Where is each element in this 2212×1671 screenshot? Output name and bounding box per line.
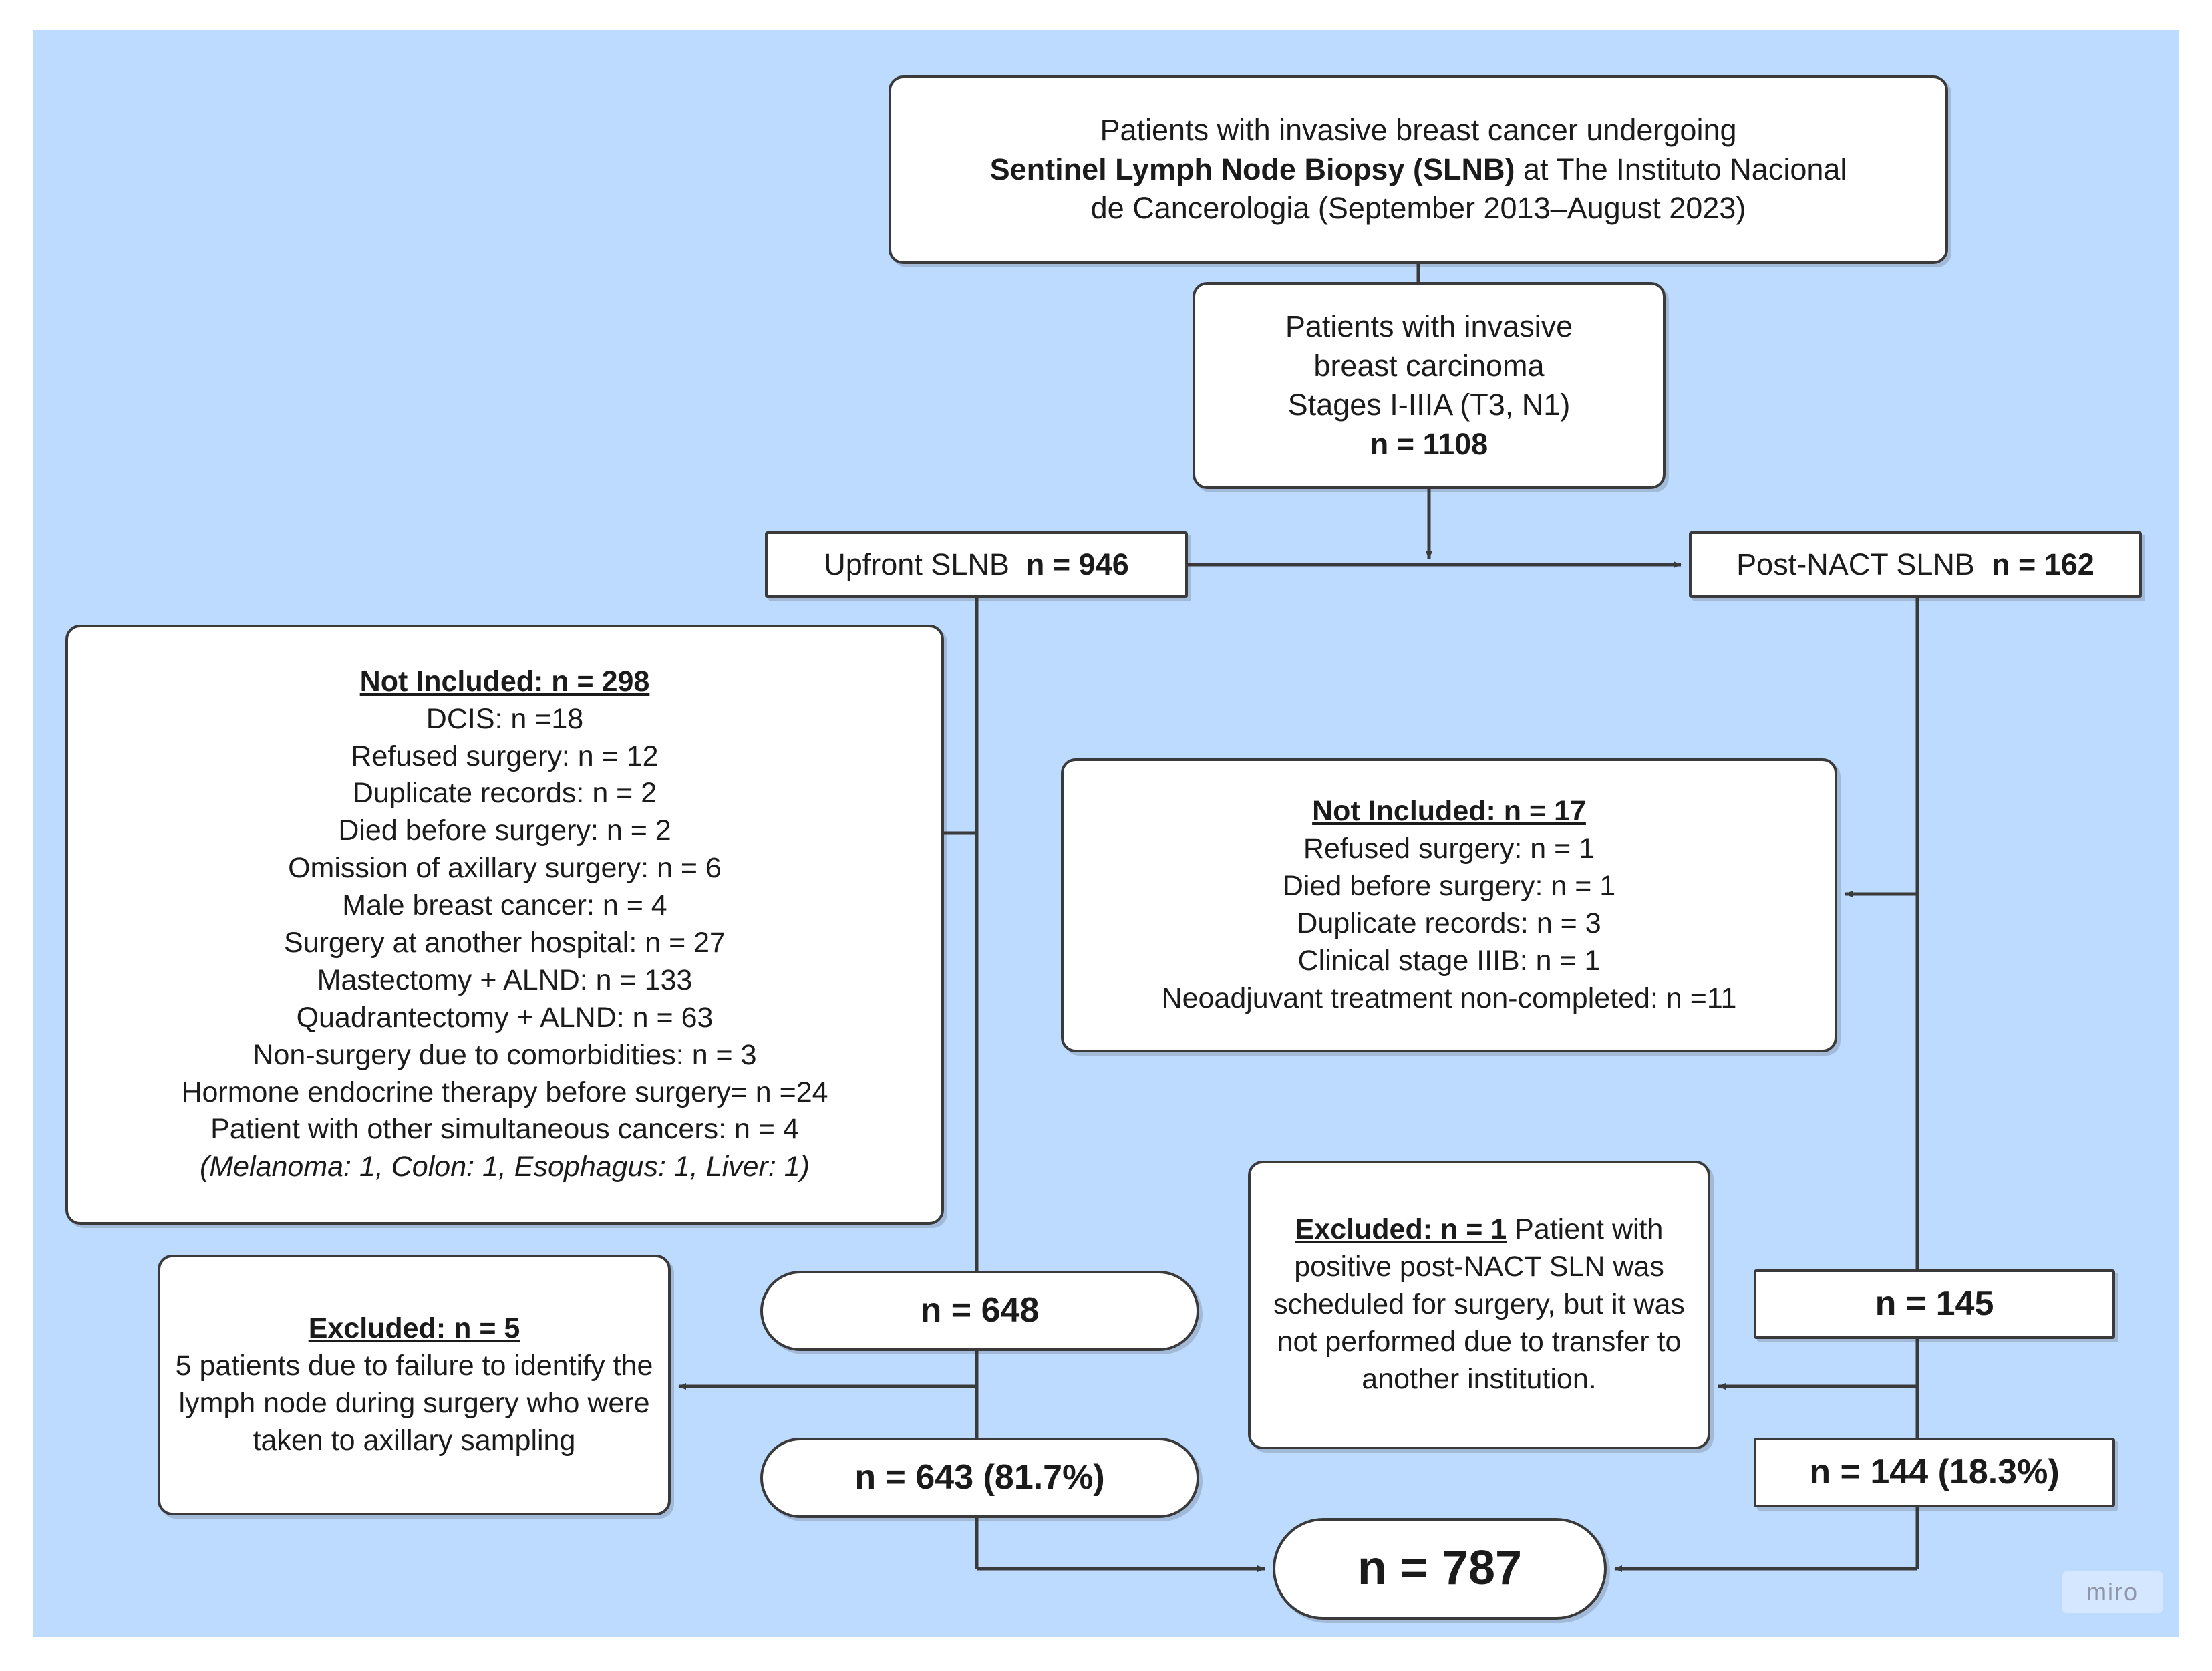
not-included-17-item-0: Refused surgery: n = 1 xyxy=(1303,832,1595,865)
postnact-label: Post-NACT SLNB xyxy=(1736,547,1975,581)
node-study-title: Patients with invasive breast cancer und… xyxy=(889,75,1948,264)
excluded-5-text: 5 patients due to failure to identify th… xyxy=(175,1350,653,1457)
node-upfront-slnb: Upfront SLNB n = 946 xyxy=(765,531,1188,598)
not-included-298-item-9: Non-surgery due to comorbidities: n = 3 xyxy=(253,1038,757,1071)
node-total-final: n = 787 xyxy=(1273,1518,1607,1620)
node-postnact-slnb: Post-NACT SLNB n = 162 xyxy=(1689,531,2142,598)
node-not-included-postnact: Not Included: n = 17 Refused surgery: n … xyxy=(1061,758,1837,1052)
node-upfront-final: n = 643 (81.7%) xyxy=(760,1438,1199,1518)
node-excluded-postnact: Excluded: n = 1 Patient with positive po… xyxy=(1248,1161,1710,1449)
excluded-1-heading: Excluded: n = 1 xyxy=(1295,1213,1507,1246)
postnact-count: n = 162 xyxy=(1991,547,2094,581)
title-line-3: de Cancerologia (September 2013–August 2… xyxy=(1090,191,1746,226)
excluded-5-heading: Excluded: n = 5 xyxy=(308,1312,520,1345)
not-included-298-item-4: Omission of axillary surgery: n = 6 xyxy=(288,852,722,885)
cohort-line-2: breast carcinoma xyxy=(1313,348,1545,383)
upfront-648-count: n = 648 xyxy=(920,1291,1040,1330)
not-included-17-item-1: Died before surgery: n = 1 xyxy=(1282,870,1616,903)
node-not-included-upfront: Not Included: n = 298 DCIS: n =18 Refuse… xyxy=(65,625,944,1225)
not-included-298-item-0: DCIS: n =18 xyxy=(426,702,584,735)
not-included-17-heading: Not Included: n = 17 xyxy=(1312,795,1586,828)
node-upfront-after-exclusions: n = 648 xyxy=(760,1271,1199,1351)
not-included-298-heading: Not Included: n = 298 xyxy=(359,665,650,698)
title-line-2-rest: at The Instituto Nacional xyxy=(1515,152,1847,186)
not-included-298-footnote: (Melanoma: 1, Colon: 1, Esophagus: 1, Li… xyxy=(199,1151,810,1183)
cohort-line-1: Patients with invasive xyxy=(1285,309,1573,343)
not-included-298-item-3: Died before surgery: n = 2 xyxy=(338,814,671,847)
not-included-17-item-4: Neoadjuvant treatment non-completed: n =… xyxy=(1161,981,1737,1014)
cohort-count: n = 1108 xyxy=(1370,426,1488,461)
not-included-298-item-5: Male breast cancer: n = 4 xyxy=(342,889,667,922)
miro-watermark: miro xyxy=(2062,1571,2163,1613)
cohort-line-3: Stages I-IIIA (T3, N1) xyxy=(1287,388,1571,422)
not-included-298-item-11: Patient with other simultaneous cancers:… xyxy=(210,1113,799,1146)
not-included-298-item-7: Mastectomy + ALND: n = 133 xyxy=(317,963,693,996)
not-included-298-item-8: Quadrantectomy + ALND: n = 63 xyxy=(296,1001,714,1034)
node-postnact-final: n = 144 (18.3%) xyxy=(1754,1438,2115,1507)
not-included-17-item-2: Duplicate records: n = 3 xyxy=(1297,907,1601,939)
total-787-count: n = 787 xyxy=(1357,1541,1523,1596)
upfront-label: Upfront SLNB xyxy=(824,547,1009,581)
node-cohort: Patients with invasive breast carcinoma … xyxy=(1193,282,1666,489)
postnact-144-count: n = 144 (18.3%) xyxy=(1809,1453,2060,1492)
not-included-298-item-2: Duplicate records: n = 2 xyxy=(352,777,657,810)
not-included-298-item-6: Surgery at another hospital: n = 27 xyxy=(284,927,726,959)
title-line-1: Patients with invasive breast cancer und… xyxy=(1100,113,1737,148)
node-postnact-after-exclusions: n = 145 xyxy=(1754,1269,2115,1339)
postnact-145-count: n = 145 xyxy=(1875,1284,1994,1324)
node-excluded-upfront: Excluded: n = 5 5 patients due to failur… xyxy=(158,1255,671,1515)
upfront-643-count: n = 643 (81.7%) xyxy=(854,1458,1105,1497)
title-line-2-bold: Sentinel Lymph Node Biopsy (SLNB) xyxy=(989,152,1515,186)
not-included-17-item-3: Clinical stage IIIB: n = 1 xyxy=(1297,944,1601,977)
not-included-298-item-1: Refused surgery: n = 12 xyxy=(351,740,659,772)
not-included-298-item-10: Hormone endocrine therapy before surgery… xyxy=(181,1076,828,1108)
upfront-count: n = 946 xyxy=(1025,547,1129,581)
excluded-1-text: Patient with positive post-NACT SLN was … xyxy=(1273,1213,1685,1395)
